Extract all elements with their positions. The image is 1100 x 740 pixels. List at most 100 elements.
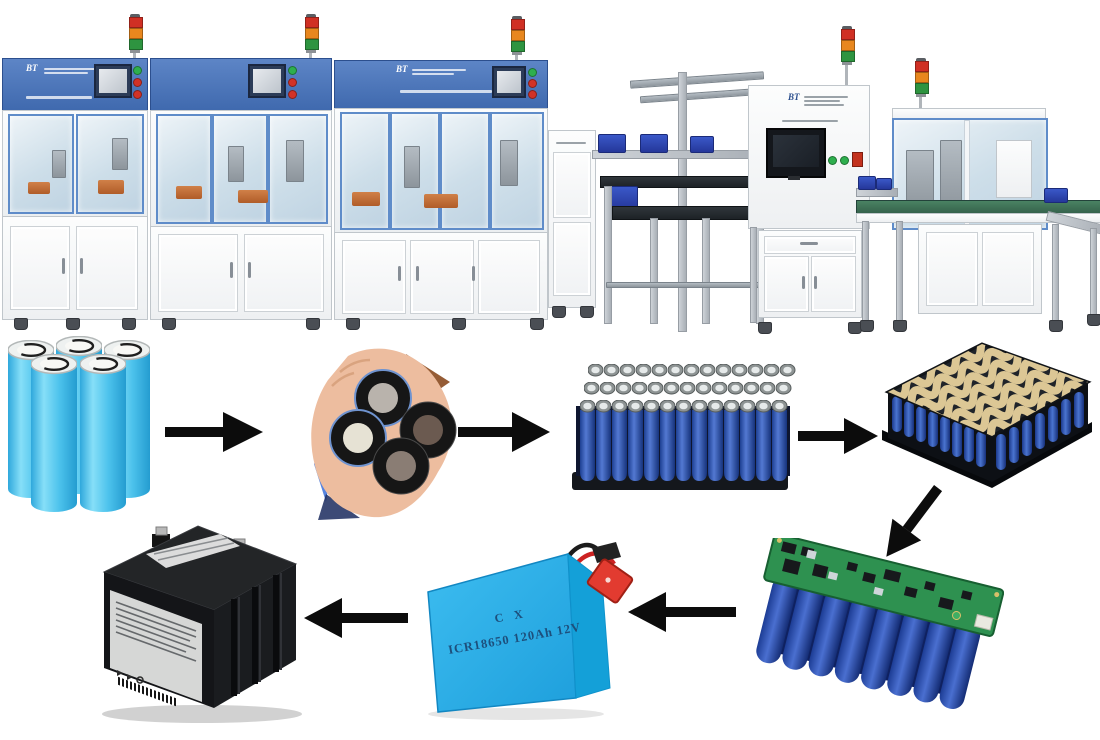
machine-3-button-red[interactable]	[528, 79, 537, 88]
machine-1-hmi-screen[interactable]	[94, 64, 132, 98]
machine-2-glass-door[interactable]	[156, 114, 212, 224]
caster-wheel	[1049, 320, 1063, 332]
machine-2-button-green[interactable]	[288, 66, 297, 75]
battery-shadow	[102, 705, 302, 723]
machine-2-hmi-screen[interactable]	[248, 64, 286, 98]
blue-tote-bin[interactable]	[690, 136, 714, 153]
door-handle[interactable]	[248, 262, 251, 278]
station-text-line	[804, 96, 848, 98]
machine-2-button-red[interactable]	[288, 90, 297, 99]
caster-wheel	[758, 322, 772, 334]
station-monitor[interactable]	[766, 128, 826, 178]
machine-1-glass-door[interactable]	[8, 114, 74, 214]
battery-ribs	[231, 575, 279, 696]
flow-arrow-right-icon	[165, 412, 263, 452]
stage-cell-block	[572, 362, 808, 490]
station-cabinet-door[interactable]	[764, 256, 809, 312]
cell-tops-middle-row	[584, 382, 791, 394]
blue-tote-bin[interactable]	[598, 134, 626, 153]
machine-1-button-green[interactable]	[133, 66, 142, 75]
door-handle[interactable]	[814, 276, 817, 289]
machine-3-glass-door[interactable]	[340, 112, 390, 230]
battery-rib-highlights	[238, 573, 282, 694]
drawer-handle[interactable]	[800, 242, 818, 245]
machine-1-cabinet-door[interactable]	[76, 226, 138, 310]
machine-1-inner-part	[112, 138, 128, 170]
bt-logo: BT	[788, 92, 800, 102]
machine-2-fixture	[176, 186, 202, 199]
machine-3-button-green[interactable]	[528, 68, 537, 77]
machine-3-fixture	[352, 192, 380, 206]
machine-1-button-red[interactable]	[133, 90, 142, 99]
stack-light-orange	[129, 28, 143, 39]
tall-cabinet-door[interactable]	[553, 152, 591, 218]
station-post	[750, 227, 757, 323]
caster-wheel	[860, 320, 874, 332]
door-handle[interactable]	[398, 266, 401, 281]
stack-light-icon	[840, 26, 855, 89]
door-handle[interactable]	[230, 262, 233, 278]
door-handle[interactable]	[62, 258, 65, 274]
stack-light-icon	[914, 58, 929, 117]
cell-back-row	[8, 337, 150, 499]
machine-3-cabinet-door[interactable]	[342, 240, 406, 314]
flow-arrow-left-icon	[628, 592, 736, 632]
station-model-line	[782, 120, 838, 122]
machine-1-fixture	[28, 182, 50, 194]
machine-1-cabinet-door[interactable]	[10, 226, 70, 310]
bench-brace	[606, 282, 762, 288]
door-handle[interactable]	[416, 266, 419, 281]
machine-1-fixture	[98, 180, 124, 194]
banner-model-line	[400, 90, 492, 93]
door-handle[interactable]	[472, 266, 475, 281]
machine-3-glass-door[interactable]	[440, 112, 490, 230]
top-label-text-lines	[153, 537, 235, 561]
blue-cell-tray[interactable]	[1044, 188, 1068, 203]
caster-wheel	[893, 320, 907, 332]
machine-1-glass-door[interactable]	[76, 114, 144, 214]
conveyor-cabinet-door[interactable]	[926, 232, 978, 306]
blue-cell-tray[interactable]	[858, 176, 876, 190]
station-cabinet-door[interactable]	[811, 256, 856, 312]
machine-3-button-red[interactable]	[528, 90, 537, 99]
label-warning-icons	[117, 670, 144, 684]
battery-top-label	[146, 534, 240, 568]
machine-3-glass-door[interactable]	[390, 112, 440, 230]
banner-model-line	[26, 96, 92, 99]
bt-logo: BT	[26, 63, 38, 73]
flow-arrow-right-icon	[798, 418, 878, 454]
conveyor-leg	[896, 221, 903, 323]
machine-2-banner	[150, 58, 332, 112]
machine-1-button-red[interactable]	[133, 78, 142, 87]
machine-2-cabinet-door[interactable]	[244, 234, 324, 312]
machine-2-button-red[interactable]	[288, 78, 297, 87]
blue-tote-bin[interactable]	[640, 134, 668, 153]
caster-wheel	[122, 318, 136, 330]
tall-cabinet-door[interactable]	[553, 222, 591, 296]
station-button-green[interactable]	[828, 156, 837, 165]
cabinet-label-line	[556, 142, 586, 144]
station-drawer[interactable]	[764, 236, 856, 254]
label-barcode	[116, 676, 178, 707]
machine-3-cabinet-door[interactable]	[478, 240, 540, 314]
machine-3-cabinet-door[interactable]	[410, 240, 474, 314]
conveyor-cabinet-door[interactable]	[982, 232, 1034, 306]
bms-connector	[973, 613, 994, 631]
caster-wheel	[14, 318, 28, 330]
machine-3-hmi-screen[interactable]	[492, 66, 526, 98]
machine-2-inner-part	[286, 140, 304, 182]
machine-2-cabinet-door[interactable]	[158, 234, 238, 312]
door-handle[interactable]	[802, 276, 805, 289]
stack-light-base	[130, 50, 140, 53]
station-button-green[interactable]	[840, 156, 849, 165]
bench-leg	[604, 186, 612, 324]
blue-cell-tray[interactable]	[876, 178, 892, 190]
stack-light-icon	[510, 16, 525, 69]
door-handle[interactable]	[80, 258, 83, 274]
monitor-stand	[788, 176, 800, 180]
stage-wrapped-pack: C X ICR18650 120Ah 12V	[427, 542, 634, 720]
station-emergency-button[interactable]	[852, 152, 863, 167]
monitor-screen	[773, 135, 819, 167]
background-sliver	[318, 494, 360, 520]
caster-wheel	[530, 318, 544, 330]
